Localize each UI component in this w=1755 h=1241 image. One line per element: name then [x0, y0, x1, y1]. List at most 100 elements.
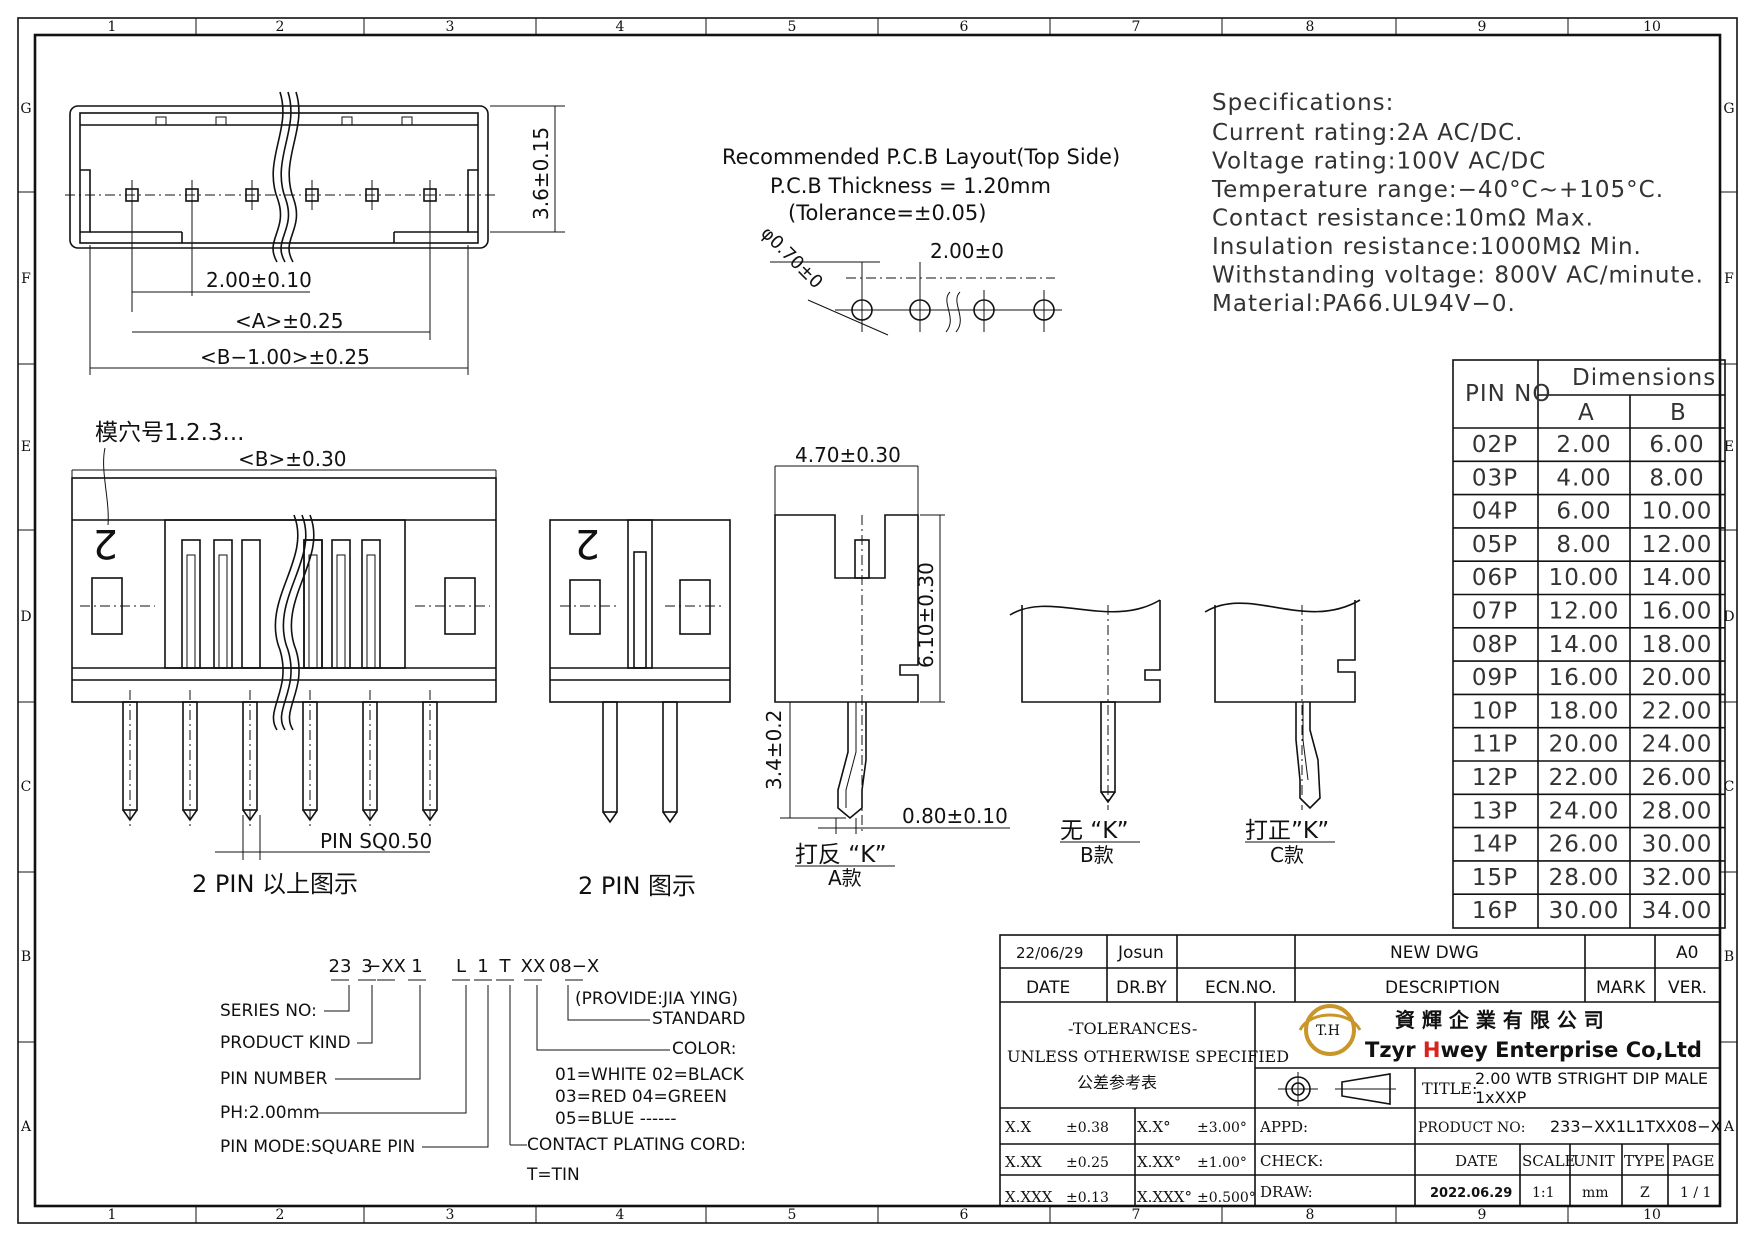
grid-col-bottom: 8 [1306, 1207, 1315, 1223]
grid-row-left: A [20, 1119, 32, 1135]
c-caption-1: 打正”K” [1245, 818, 1329, 844]
dim-row-pin: 14P [1472, 832, 1518, 858]
grid-row-right: B [1724, 949, 1734, 965]
tb-ver-h: VER. [1668, 978, 1707, 998]
dim-group-header: Dimensions [1572, 365, 1716, 391]
grid-col-bottom: 3 [446, 1207, 455, 1223]
top-a-dim: <A>±0.25 [235, 309, 344, 333]
dim-row-a: 14.00 [1549, 632, 1620, 658]
tb-ecn-h: ECN.NO. [1205, 978, 1277, 998]
dim-row-pin: 09P [1472, 665, 1518, 691]
tb-product-v: 233−XX1L1TXX08−X [1550, 1117, 1722, 1136]
grid-col-top: 10 [1643, 19, 1661, 35]
pn-series-label: SERIES NO: [220, 1001, 317, 1021]
grid-row-right: C [1724, 779, 1735, 795]
spec-line: Withstanding voltage: 800V AC/minute. [1212, 263, 1704, 289]
dim-row-pin: 07P [1472, 599, 1518, 625]
spec-heading: Specifications: [1212, 90, 1394, 116]
dim-row-pin: 10P [1472, 698, 1518, 724]
dim-row-a: 10.00 [1549, 565, 1620, 591]
tol-c: X.X° [1137, 1118, 1171, 1136]
dim-row-a: 16.00 [1549, 665, 1620, 691]
pn-code-segment: 1 [477, 956, 488, 977]
grid-row-left: B [21, 949, 31, 965]
dim-row-pin: 08P [1472, 632, 1518, 658]
grid-col-top: 2 [276, 19, 285, 35]
grid-col-top: 4 [616, 19, 625, 35]
spec-line: Temperature range:−40°C~+105°C. [1211, 177, 1664, 203]
tb-company-en-1: Tzyr [1365, 1038, 1423, 1062]
pn-code-segment: 23 [329, 956, 352, 977]
dim-row-a: 22.00 [1549, 765, 1620, 791]
tb-drby-h: DR.BY [1116, 978, 1167, 998]
tb-date-h: DATE [1026, 978, 1070, 998]
pn-pin-number-label: PIN NUMBER [220, 1069, 328, 1089]
pn-ph-label: PH:2.00mm [220, 1103, 320, 1123]
tol-b: ±0.25 [1066, 1155, 1109, 1171]
dim-row-b: 16.00 [1642, 599, 1713, 625]
dim-row-a: 26.00 [1549, 832, 1620, 858]
side-width-dim: 4.70±0.30 [795, 443, 901, 467]
spec-line: Voltage rating:100V AC/DC [1212, 149, 1546, 175]
b-caption-1: 无 “K” [1060, 818, 1129, 844]
dim-col-b: B [1670, 400, 1687, 426]
tb-company-en-2: H [1423, 1038, 1441, 1062]
pcb-thickness: P.C.B Thickness = 1.20mm [770, 174, 1051, 198]
pn-color-3: 05=BLUE ------ [555, 1109, 677, 1129]
tb-f-scale: SCALE [1522, 1152, 1576, 1170]
projection-symbol-icon [1278, 1072, 1396, 1106]
tb-date-val: 22/06/29 [1016, 944, 1083, 962]
spec-line: Insulation resistance:1000MΩ Min. [1212, 234, 1642, 260]
side-caption-a2: A款 [828, 866, 862, 890]
two-pin-mark: 2 [575, 520, 600, 566]
grid-row-left: D [20, 609, 31, 625]
dim-row-b: 28.00 [1642, 798, 1713, 824]
pn-color-1: 01=WHITE 02=BLACK [555, 1065, 745, 1085]
dim-row-b: 6.00 [1649, 432, 1704, 458]
pcb-tolerance: (Tolerance=±0.05) [788, 201, 986, 225]
dim-row-a: 28.00 [1549, 865, 1620, 891]
title-block: 22/06/29 Josun NEW DWG A0 DATE DR.BY ECN… [999, 934, 1722, 1207]
tol-a: X.XX [1005, 1153, 1042, 1171]
company-logo: T.H [1298, 1004, 1362, 1056]
pcb-pitch-dim: 2.00±0 [930, 239, 1004, 263]
pn-code-segment: 1 [411, 956, 422, 977]
grid-row-right: A [1723, 1119, 1735, 1135]
dim-row-pin: 13P [1472, 798, 1518, 824]
tb-f-unit: UNIT [1573, 1152, 1615, 1170]
tb-mark-h: MARK [1596, 978, 1646, 998]
top-b-dim: <B−1.00>±0.25 [200, 345, 370, 369]
grid-col-top: 6 [960, 19, 969, 35]
dim-row-pin: 11P [1472, 732, 1518, 758]
dim-row-b: 24.00 [1642, 732, 1713, 758]
dim-row-a: 20.00 [1549, 732, 1620, 758]
tol-d: ±1.00° [1197, 1155, 1247, 1171]
grid-col-bottom: 6 [960, 1207, 969, 1223]
grid-row-right: G [1723, 101, 1734, 117]
tb-check: CHECK: [1260, 1152, 1323, 1170]
front-b-dim: <B>±0.30 [238, 447, 347, 471]
grid-col-top: 3 [446, 19, 455, 35]
tol-c: X.XX° [1137, 1153, 1181, 1171]
tb-desc-val: NEW DWG [1390, 943, 1479, 963]
grid-row-right: F [1724, 271, 1734, 287]
dim-row-a: 12.00 [1549, 599, 1620, 625]
tol-d: ±0.500° [1197, 1190, 1256, 1206]
dim-row-b: 26.00 [1642, 765, 1713, 791]
tb-draw: DRAW: [1260, 1183, 1313, 1201]
pn-code-segment: XX [521, 956, 546, 977]
side-view-a: 4.70±0.30 6.10±0.30 3.4±0.2 0.80±0.10 打反… [762, 443, 1010, 890]
dim-row-pin: 16P [1472, 898, 1518, 924]
grid-col-bottom: 9 [1478, 1207, 1487, 1223]
tb-f-date: DATE [1455, 1152, 1498, 1170]
dim-row-b: 30.00 [1642, 832, 1713, 858]
tb-desc-h: DESCRIPTION [1385, 978, 1500, 998]
tb-v-date: 2022.06.29 [1430, 1186, 1512, 1201]
tb-appd: APPD: [1259, 1118, 1308, 1136]
front-caption: 2 PIN 以上图示 [192, 870, 358, 898]
pn-code-segment: T [499, 956, 512, 977]
grid-col-top: 9 [1478, 19, 1487, 35]
b-caption-2: B款 [1080, 843, 1114, 867]
